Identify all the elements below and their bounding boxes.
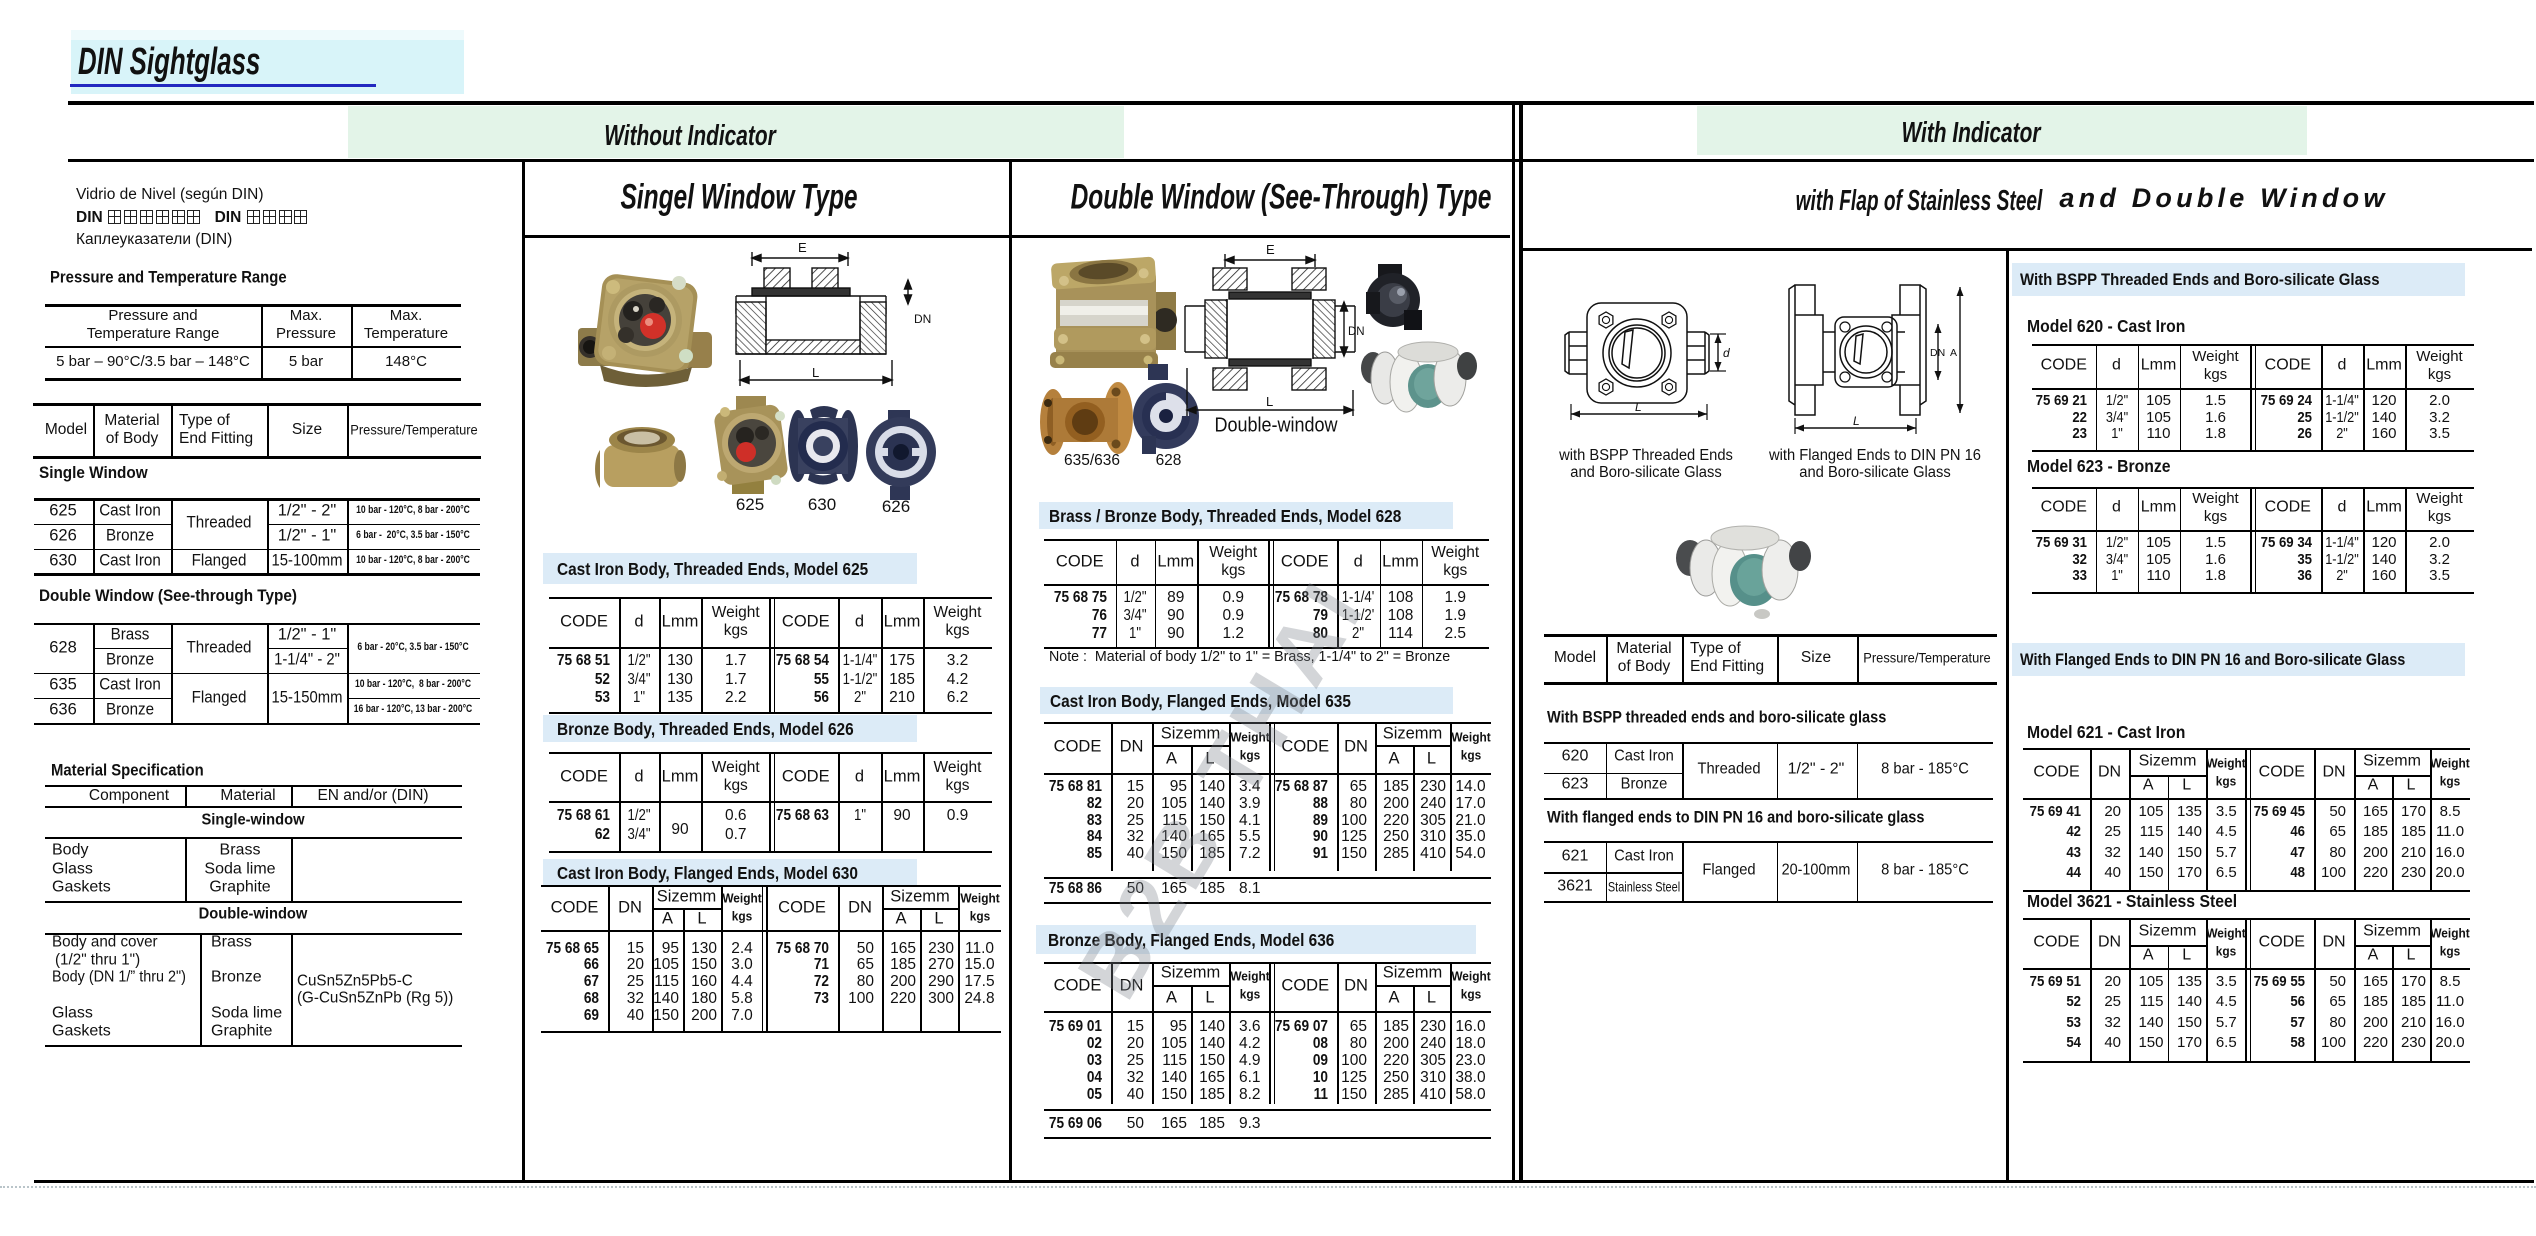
svg-text:L: L: [1853, 414, 1860, 428]
svg-text:E: E: [1266, 242, 1275, 257]
svg-text:L: L: [1635, 400, 1642, 414]
svg-text:DN: DN: [1930, 347, 1945, 359]
svg-text:A: A: [1950, 347, 1957, 359]
svg-text:DN: DN: [1348, 326, 1365, 338]
svg-text:E: E: [798, 240, 807, 255]
svg-text:L: L: [812, 365, 819, 380]
svg-text:DN: DN: [914, 312, 931, 326]
svg-text:d: d: [1723, 346, 1730, 360]
svg-text:L: L: [1266, 394, 1273, 409]
